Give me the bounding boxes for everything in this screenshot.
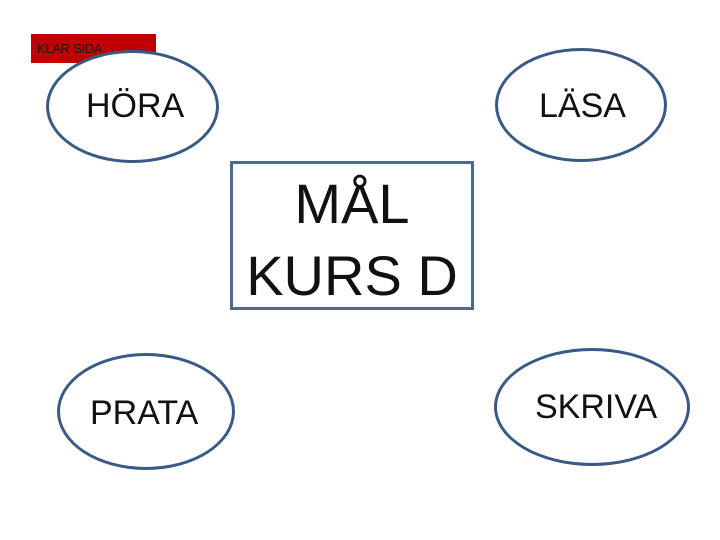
goal-title: MÅL <box>294 172 410 235</box>
lasa-oval[interactable] <box>495 48 667 162</box>
lasa-label: LÄSA <box>539 87 626 125</box>
goal-box[interactable]: MÅL KURS D <box>230 161 474 310</box>
hora-label: HÖRA <box>86 87 185 125</box>
skriva-label: SKRIVA <box>535 388 658 426</box>
goal-subtitle: KURS D <box>246 244 458 307</box>
prata-oval[interactable] <box>57 353 235 470</box>
skriva-oval[interactable] <box>494 348 690 466</box>
prata-label: PRATA <box>90 394 199 432</box>
hora-oval[interactable] <box>46 50 219 163</box>
